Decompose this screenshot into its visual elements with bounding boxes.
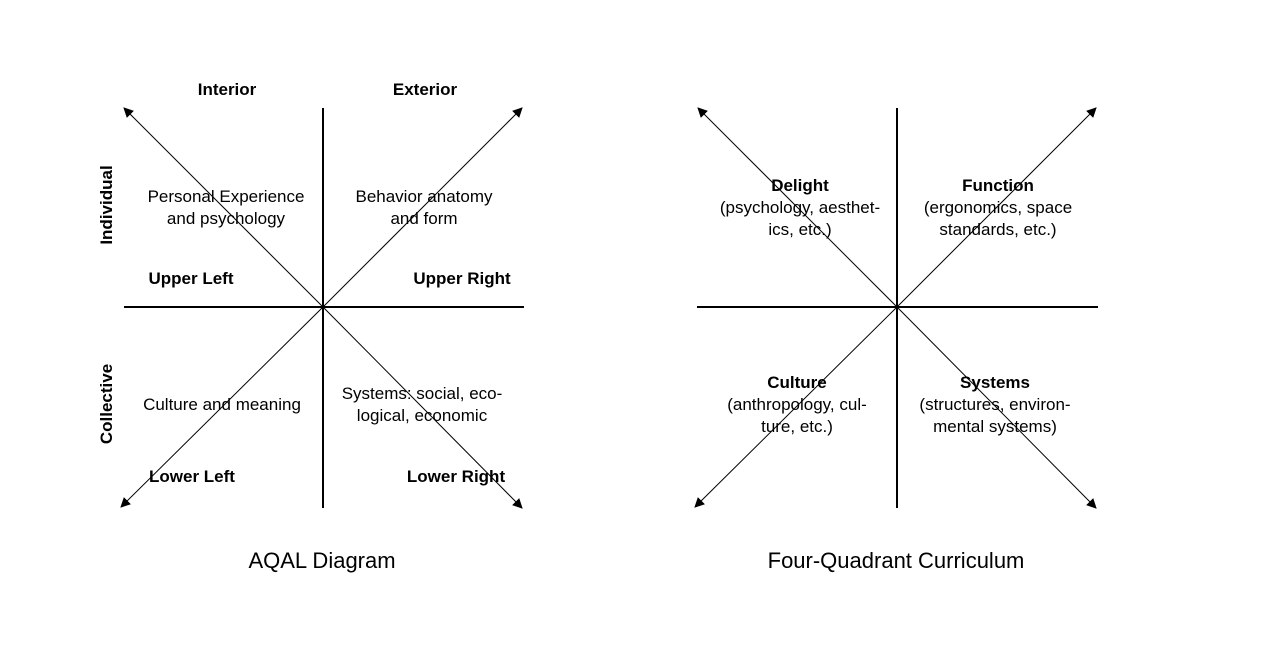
aqal-row-label-individual: Individual	[97, 165, 116, 245]
curriculum-lr-line-1: (structures, environ-	[919, 395, 1071, 414]
curriculum-ur-line-1: (ergonomics, space	[923, 198, 1073, 217]
aqal-ur-line-2: and form	[390, 209, 458, 228]
curriculum-lower-left-quadrant: Culture (anthropology, cul- ture, etc.)	[697, 372, 897, 438]
curriculum-lr-title: Systems	[960, 373, 1030, 392]
aqal-upper-left-description: Personal Experience and psychology	[126, 186, 326, 230]
curriculum-upper-right-quadrant: Function (ergonomics, space standards, e…	[898, 175, 1098, 241]
aqal-lr-line-1: Systems: social, eco-	[341, 384, 503, 403]
aqal-column-label-exterior: Exterior	[392, 80, 458, 99]
curriculum-upper-left-quadrant: Delight (psychology, aesthet- ics, etc.)	[700, 175, 900, 241]
aqal-column-label-interior: Interior	[197, 80, 257, 99]
curriculum-ll-title: Culture	[767, 373, 827, 392]
curriculum-ul-title: Delight	[771, 176, 829, 195]
curriculum-diagonal-arrow-upper-right	[896, 107, 1097, 308]
aqal-axes	[120, 107, 524, 509]
curriculum-ur-title: Function	[962, 176, 1034, 195]
curriculum-diagonal-arrow-lower-left	[694, 306, 898, 508]
aqal-lower-left-description: Culture and meaning	[143, 395, 301, 414]
aqal-quadrant-label-lower-left: Lower Left	[149, 467, 235, 486]
aqal-ur-line-1: Behavior anatomy	[355, 187, 493, 206]
aqal-lr-line-2: logical, economic	[356, 406, 488, 425]
aqal-diagonal-arrow-lower-right	[322, 306, 523, 509]
curriculum-diagonal-arrow-lower-right	[896, 306, 1097, 509]
curriculum-lower-right-quadrant: Systems (structures, environ- mental sys…	[895, 372, 1095, 438]
aqal-caption: AQAL Diagram	[248, 548, 396, 573]
aqal-lower-right-description: Systems: social, eco- logical, economic	[322, 383, 522, 427]
curriculum-ul-line-1: (psychology, aesthet-	[719, 198, 881, 217]
aqal-quadrant-label-lower-right: Lower Right	[406, 467, 506, 486]
aqal-quadrant-label-upper-left: Upper Left	[148, 269, 234, 288]
curriculum-diagonal-arrow-upper-left	[697, 107, 898, 308]
curriculum-axes	[694, 107, 1098, 509]
aqal-diagonal-arrow-lower-left	[120, 306, 324, 508]
curriculum-ll-line-1: (anthropology, cul-	[727, 395, 867, 414]
aqal-diagonal-arrow-upper-left	[123, 107, 324, 308]
curriculum-caption: Four-Quadrant Curriculum	[767, 548, 1025, 573]
aqal-upper-right-description: Behavior anatomy and form	[324, 186, 524, 230]
curriculum-ur-line-2: standards, etc.)	[939, 220, 1057, 239]
aqal-ul-line-2: and psychology	[166, 209, 286, 228]
curriculum-ul-line-2: ics, etc.)	[768, 220, 832, 239]
aqal-quadrant-label-upper-right: Upper Right	[413, 269, 511, 288]
aqal-ul-line-1: Personal Experience	[147, 187, 305, 206]
aqal-row-label-collective: Collective	[97, 363, 116, 445]
curriculum-ll-line-2: ture, etc.)	[761, 417, 833, 436]
curriculum-lr-line-2: mental systems)	[933, 417, 1057, 436]
aqal-diagonal-arrow-upper-right	[322, 107, 523, 308]
